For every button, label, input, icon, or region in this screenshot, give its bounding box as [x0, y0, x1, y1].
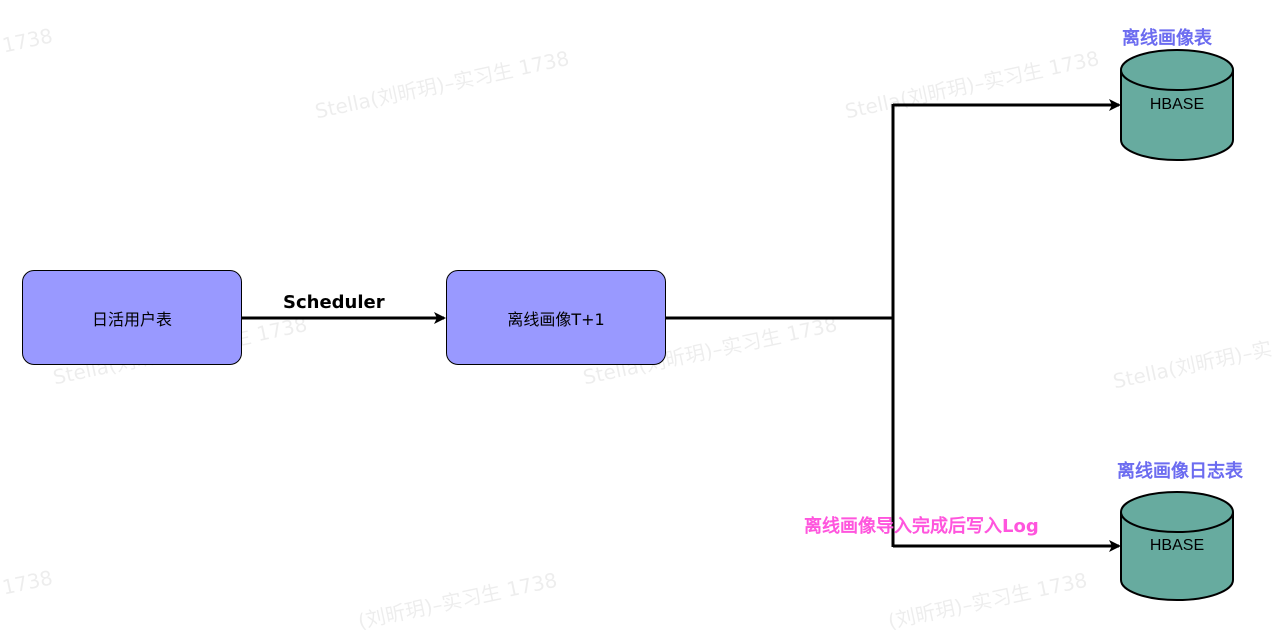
edge-label-scheduler: Scheduler — [283, 292, 385, 313]
profile-table-title: 离线画像表 — [1122, 28, 1212, 49]
diagram-canvas — [242, 49, 1234, 601]
node-offline-profile-label: 离线画像T+1 — [507, 309, 605, 329]
profile-database-cylinder — [1120, 49, 1234, 161]
node-daily-active-users-label: 日活用户表 — [91, 309, 172, 329]
log-database-engine: HBASE — [1149, 537, 1205, 554]
profile-database-engine: HBASE — [1149, 96, 1205, 113]
edge-label-log-note: 离线画像导入完成后写入Log — [804, 516, 1039, 537]
node-offline-profile[interactable]: 离线画像T+1 — [446, 270, 666, 365]
node-daily-active-users[interactable]: 日活用户表 — [22, 270, 242, 365]
log-table-title: 离线画像日志表 — [1117, 461, 1243, 482]
log-database-cylinder — [1120, 491, 1234, 601]
